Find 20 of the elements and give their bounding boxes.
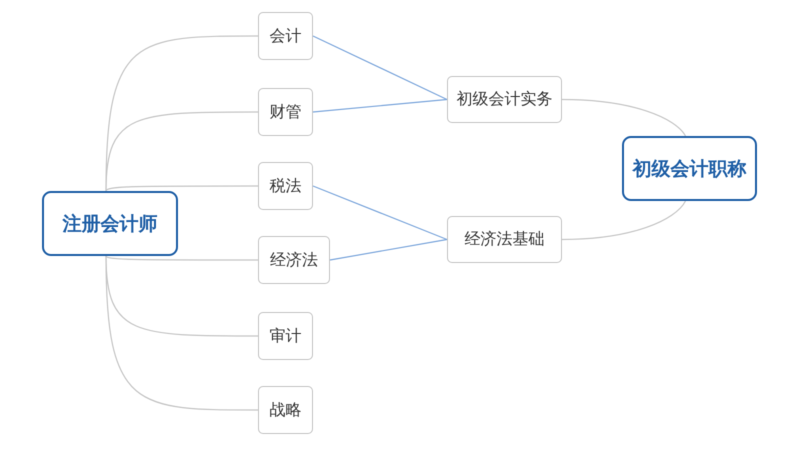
topic-box: 财管 <box>258 88 313 136</box>
topic-box: 审计 <box>258 312 313 360</box>
connector-line <box>330 238 448 261</box>
topic-box: 经济法 <box>258 236 330 284</box>
connector-line <box>106 185 258 192</box>
connector-line <box>312 98 448 113</box>
main-topic-box: 注册会计师 <box>42 191 178 256</box>
connector-line <box>562 98 686 136</box>
main-topic-box: 初级会计职称 <box>622 136 757 201</box>
topic-box: 会计 <box>258 12 313 60</box>
topic-box: 战略 <box>258 386 313 434</box>
connector-line <box>106 256 258 261</box>
connector-line <box>562 200 686 240</box>
connector-line <box>105 111 258 192</box>
topic-box: 税法 <box>258 162 313 210</box>
connector-line <box>312 185 448 240</box>
topic-box: 初级会计实务 <box>447 76 562 123</box>
connector-line <box>105 256 258 411</box>
connector-line <box>312 35 448 100</box>
topic-box: 经济法基础 <box>447 216 562 263</box>
